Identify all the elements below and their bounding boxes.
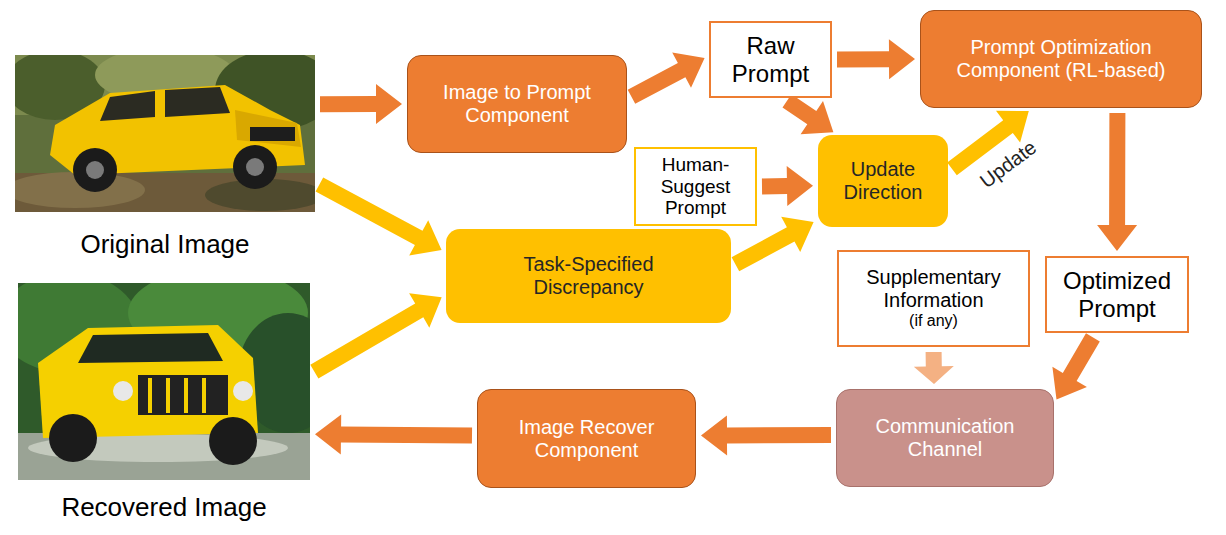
text-group: Human-Suggest Prompt	[639, 154, 752, 220]
block-arrow	[837, 39, 915, 79]
image-caption: Original Image	[80, 230, 249, 260]
block-arrow	[914, 352, 954, 384]
box-label: Optimized Prompt	[1053, 267, 1181, 322]
box-label: Prompt Optimization Component (RL-based)	[936, 36, 1186, 82]
block-arrow	[1097, 113, 1137, 251]
box-label: (if any)	[909, 312, 958, 330]
box-label: Communication Channel	[850, 415, 1040, 461]
image-caption: Recovered Image	[61, 493, 266, 523]
process-box: Task-Specified Discrepancy	[446, 229, 731, 323]
block-arrow	[315, 414, 472, 454]
block-arrow	[701, 415, 831, 455]
original-photo	[15, 55, 315, 212]
block-arrow	[783, 94, 834, 134]
box-label: Human-Suggest Prompt	[639, 154, 752, 220]
block-arrow	[1052, 333, 1099, 399]
text-group: Update Direction	[828, 158, 938, 204]
process-box: Update Direction	[818, 135, 948, 227]
box-label: Supplementary Information	[845, 266, 1022, 312]
process-box: Image Recover Component	[477, 389, 696, 488]
block-arrow	[316, 177, 442, 255]
process-box: Communication Channel	[836, 389, 1054, 487]
box-label: Task-Specified Discrepancy	[489, 253, 689, 299]
box-label: Image to Prompt Component	[422, 81, 612, 127]
box-label: Raw Prompt	[717, 32, 824, 87]
text-group: Image Recover Component	[492, 416, 682, 462]
text-group: Image to Prompt Component	[422, 81, 612, 127]
image-panel: Recovered Image	[18, 283, 310, 523]
block-arrow	[310, 293, 441, 378]
image-panel: Original Image	[15, 55, 315, 260]
text-group: Supplementary Information(if any)	[845, 266, 1022, 330]
block-arrow	[762, 166, 813, 206]
process-box: Human-Suggest Prompt	[634, 147, 757, 227]
block-arrow	[628, 53, 705, 104]
text-group: Prompt Optimization Component (RL-based)	[936, 36, 1186, 82]
block-arrow	[320, 84, 402, 124]
text-group: Optimized Prompt	[1053, 267, 1181, 322]
box-label: Update Direction	[828, 158, 938, 204]
text-group: Original Image	[80, 230, 249, 260]
process-box: Image to Prompt Component	[407, 55, 627, 153]
text-group: Task-Specified Discrepancy	[489, 253, 689, 299]
box-label: Image Recover Component	[492, 416, 682, 462]
process-box: Prompt Optimization Component (RL-based)	[920, 10, 1202, 108]
process-box: Optimized Prompt	[1045, 256, 1189, 333]
recovered-photo	[18, 283, 310, 480]
process-box: Supplementary Information(if any)	[837, 250, 1030, 347]
text-group: Raw Prompt	[717, 32, 824, 87]
process-box: Raw Prompt	[709, 21, 832, 98]
text-group: Communication Channel	[850, 415, 1040, 461]
text-group: Recovered Image	[61, 493, 266, 523]
